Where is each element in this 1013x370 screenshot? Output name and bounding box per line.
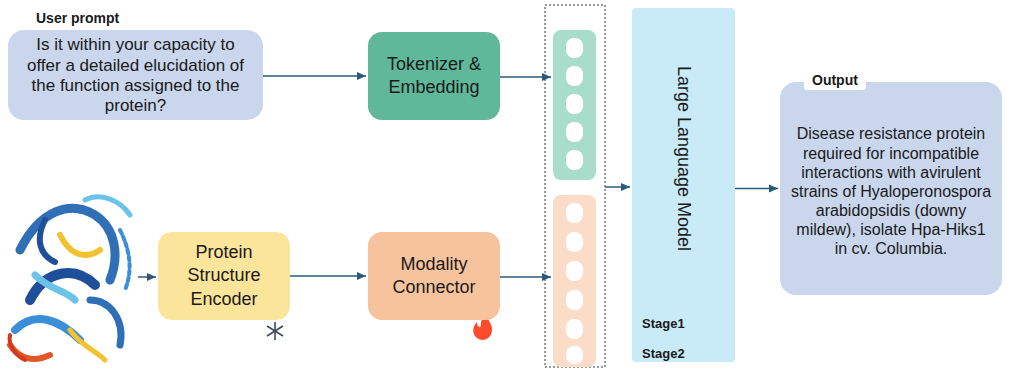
stage-label: Stage1	[642, 316, 685, 331]
tag-label: User prompt	[28, 8, 127, 28]
tokenizer-box: Tokenizer & Embedding	[368, 32, 500, 120]
llm-box: Large Language ModelStage1Stage2	[632, 8, 735, 362]
flow-arrow	[290, 275, 366, 277]
token-pills	[566, 38, 583, 364]
encoder-box: Protein Structure Encoder	[158, 232, 290, 320]
connector-box: Modality Connector	[368, 232, 500, 320]
stage-label: Stage2	[642, 346, 685, 361]
output-box: OutputDisease resistance protein require…	[780, 82, 1002, 295]
structure-token-column	[553, 195, 596, 367]
protein-illustration	[10, 197, 130, 360]
box-label: Tokenizer & Embedding	[376, 53, 492, 100]
frozen-icon	[267, 322, 283, 340]
box-label: Protein Structure Encoder	[166, 241, 282, 311]
box-label: Modality Connector	[376, 253, 492, 300]
flow-arrow	[735, 188, 778, 190]
prompt-box: User promptIs it within your capacity to…	[8, 30, 263, 120]
prompt-text: Is it within your capacity to offer a de…	[18, 35, 253, 117]
llm-title: Large Language Model	[673, 65, 694, 250]
tag-label: Output	[804, 70, 866, 90]
output-text: Disease resistance protein required for …	[790, 124, 992, 258]
text-token-column	[553, 30, 596, 180]
token-frame	[545, 5, 605, 367]
flow-arrow	[263, 75, 366, 77]
